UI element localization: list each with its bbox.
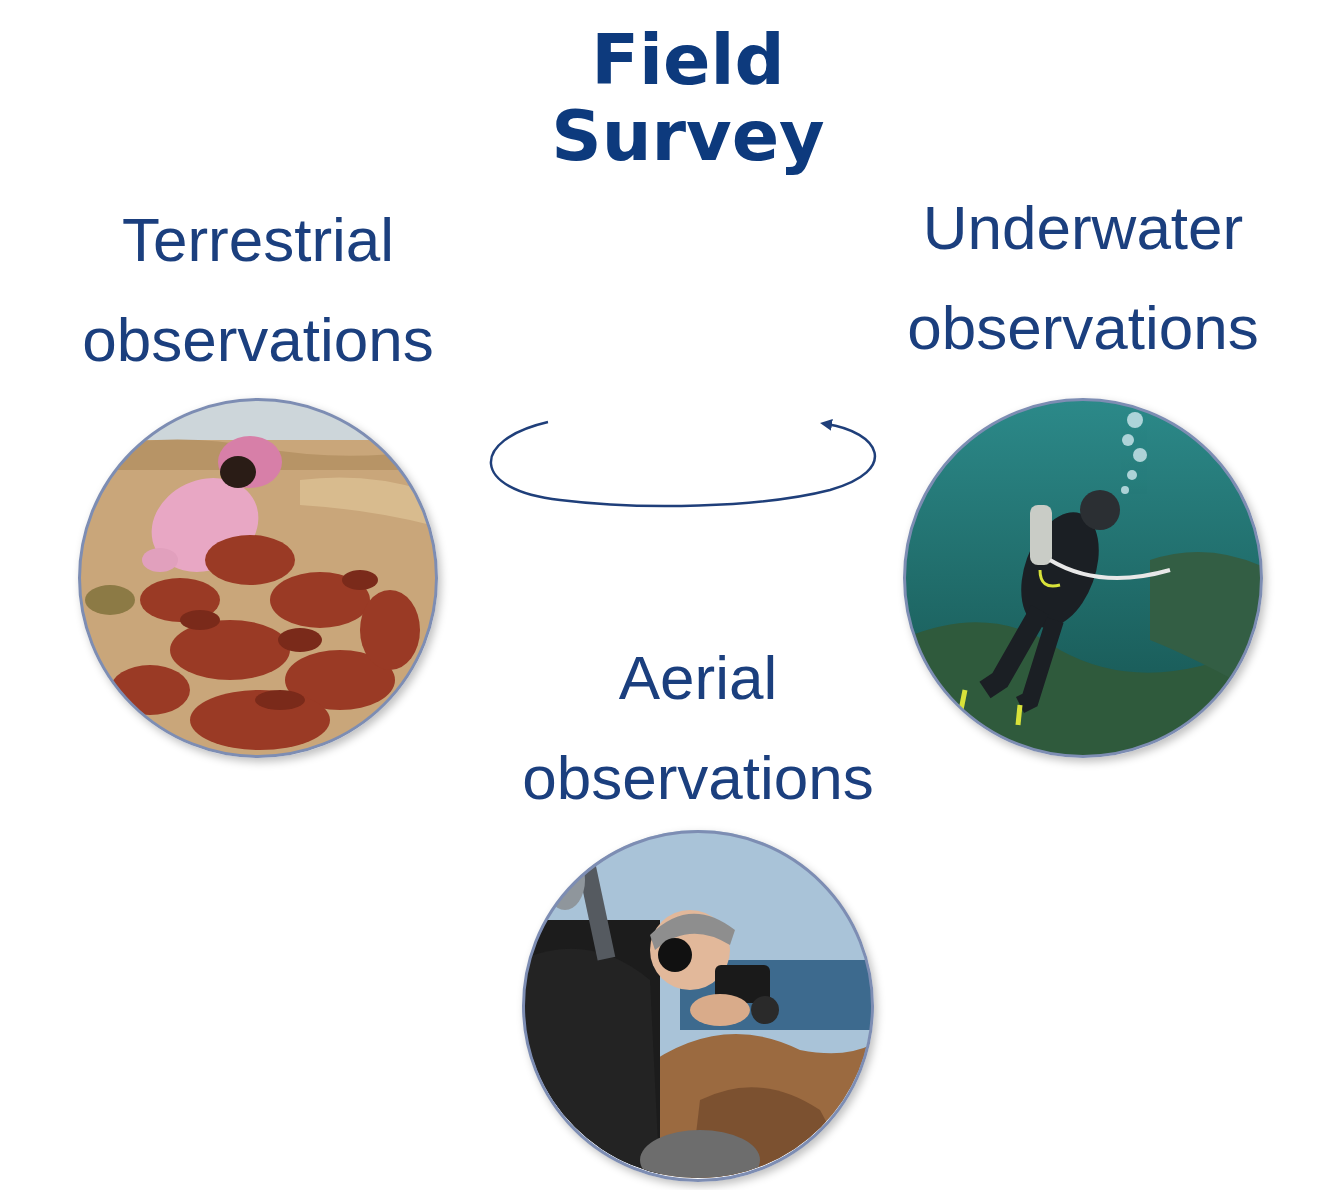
node-heading: Aerial observations [478, 628, 918, 828]
photo-circle [78, 398, 438, 758]
observation-node: Underwater observations [863, 178, 1303, 378]
photo-circle [903, 398, 1263, 758]
terrestrial-photo [70, 390, 450, 770]
node-heading: Underwater observations [863, 178, 1303, 378]
photo-circle [522, 830, 874, 1182]
cycle-arrow [491, 422, 875, 506]
diagram-title: Field Survey [528, 22, 848, 174]
aerial-photo [520, 825, 880, 1190]
observation-node: Aerial observations [478, 628, 918, 828]
node-heading: Terrestrial observations [38, 190, 478, 390]
observation-node: Terrestrial observations [38, 190, 478, 390]
underwater-photo [900, 395, 1270, 770]
